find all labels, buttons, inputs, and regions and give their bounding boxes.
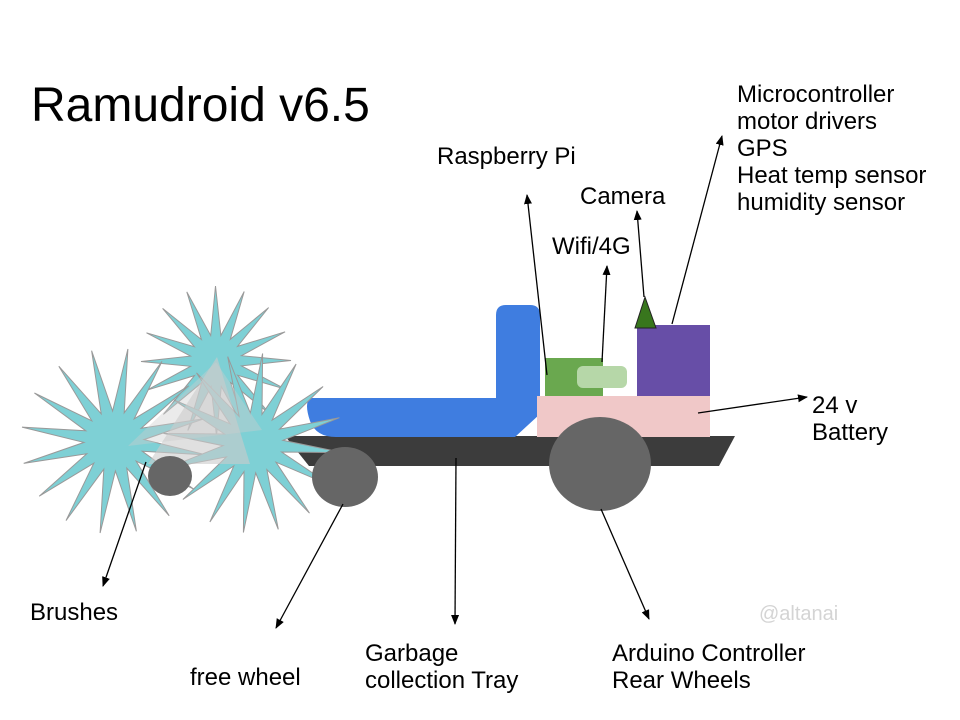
label-wifi: Wifi/4G	[552, 233, 631, 260]
leader-line-battery	[697, 394, 808, 414]
free-wheel-shape	[148, 456, 192, 496]
controller-stack-shape	[637, 325, 710, 396]
label-garbage-line2: collection Tray	[365, 667, 519, 694]
label-arduino-line1: Arduino Controller	[612, 640, 806, 667]
label-garbage-line1: Garbage	[365, 640, 459, 667]
leader-line-microcontroller	[671, 135, 724, 325]
leader-line-garbage-tray	[451, 457, 460, 625]
robot-body-shape	[307, 305, 540, 437]
brush-star-shape	[21, 348, 207, 534]
label-free-wheel: free wheel	[190, 664, 301, 691]
label-battery-line2: Battery	[812, 419, 889, 446]
camera-shape	[634, 295, 657, 329]
label-heat-sensor: Heat temp sensor	[737, 162, 927, 189]
debris-shadow-shape-2	[128, 362, 262, 446]
label-battery: 24 v Battery	[812, 392, 888, 446]
wifi-dongle-shape	[577, 366, 627, 388]
label-camera: Camera	[580, 183, 666, 210]
leader-lines	[102, 135, 808, 629]
label-arduino: Arduino Controller Rear Wheels	[612, 640, 805, 694]
brush-star-shape	[163, 353, 343, 533]
label-microcontroller: Microcontroller	[737, 81, 895, 108]
label-raspberry-pi: Raspberry Pi	[437, 143, 576, 170]
rear-wheel-shape	[549, 417, 651, 511]
debris-shadow-shape	[148, 357, 250, 464]
watermark: @altanai	[759, 603, 839, 625]
label-battery-line1: 24 v	[812, 392, 858, 419]
leader-line-brushes	[102, 461, 147, 587]
label-garbage-tray: Garbage collection Tray	[365, 640, 518, 694]
label-gps: GPS	[737, 135, 788, 162]
leader-line-free-wheel	[275, 503, 344, 629]
middle-wheel-shape	[312, 447, 378, 507]
label-microcontroller-block: Microcontroller motor drivers GPS Heat t…	[737, 81, 926, 216]
leader-line-arduino	[600, 508, 650, 620]
leader-line-camera	[633, 210, 645, 298]
label-motor-drivers: motor drivers	[737, 108, 878, 135]
leader-line-wifi	[601, 265, 611, 363]
label-brushes: Brushes	[30, 599, 119, 626]
page-title: Ramudroid v6.5	[31, 79, 370, 132]
leader-line-raspberry-pi	[524, 194, 548, 376]
label-arduino-line2: Rear Wheels	[612, 667, 751, 694]
label-humidity-sensor: humidity sensor	[737, 189, 906, 216]
